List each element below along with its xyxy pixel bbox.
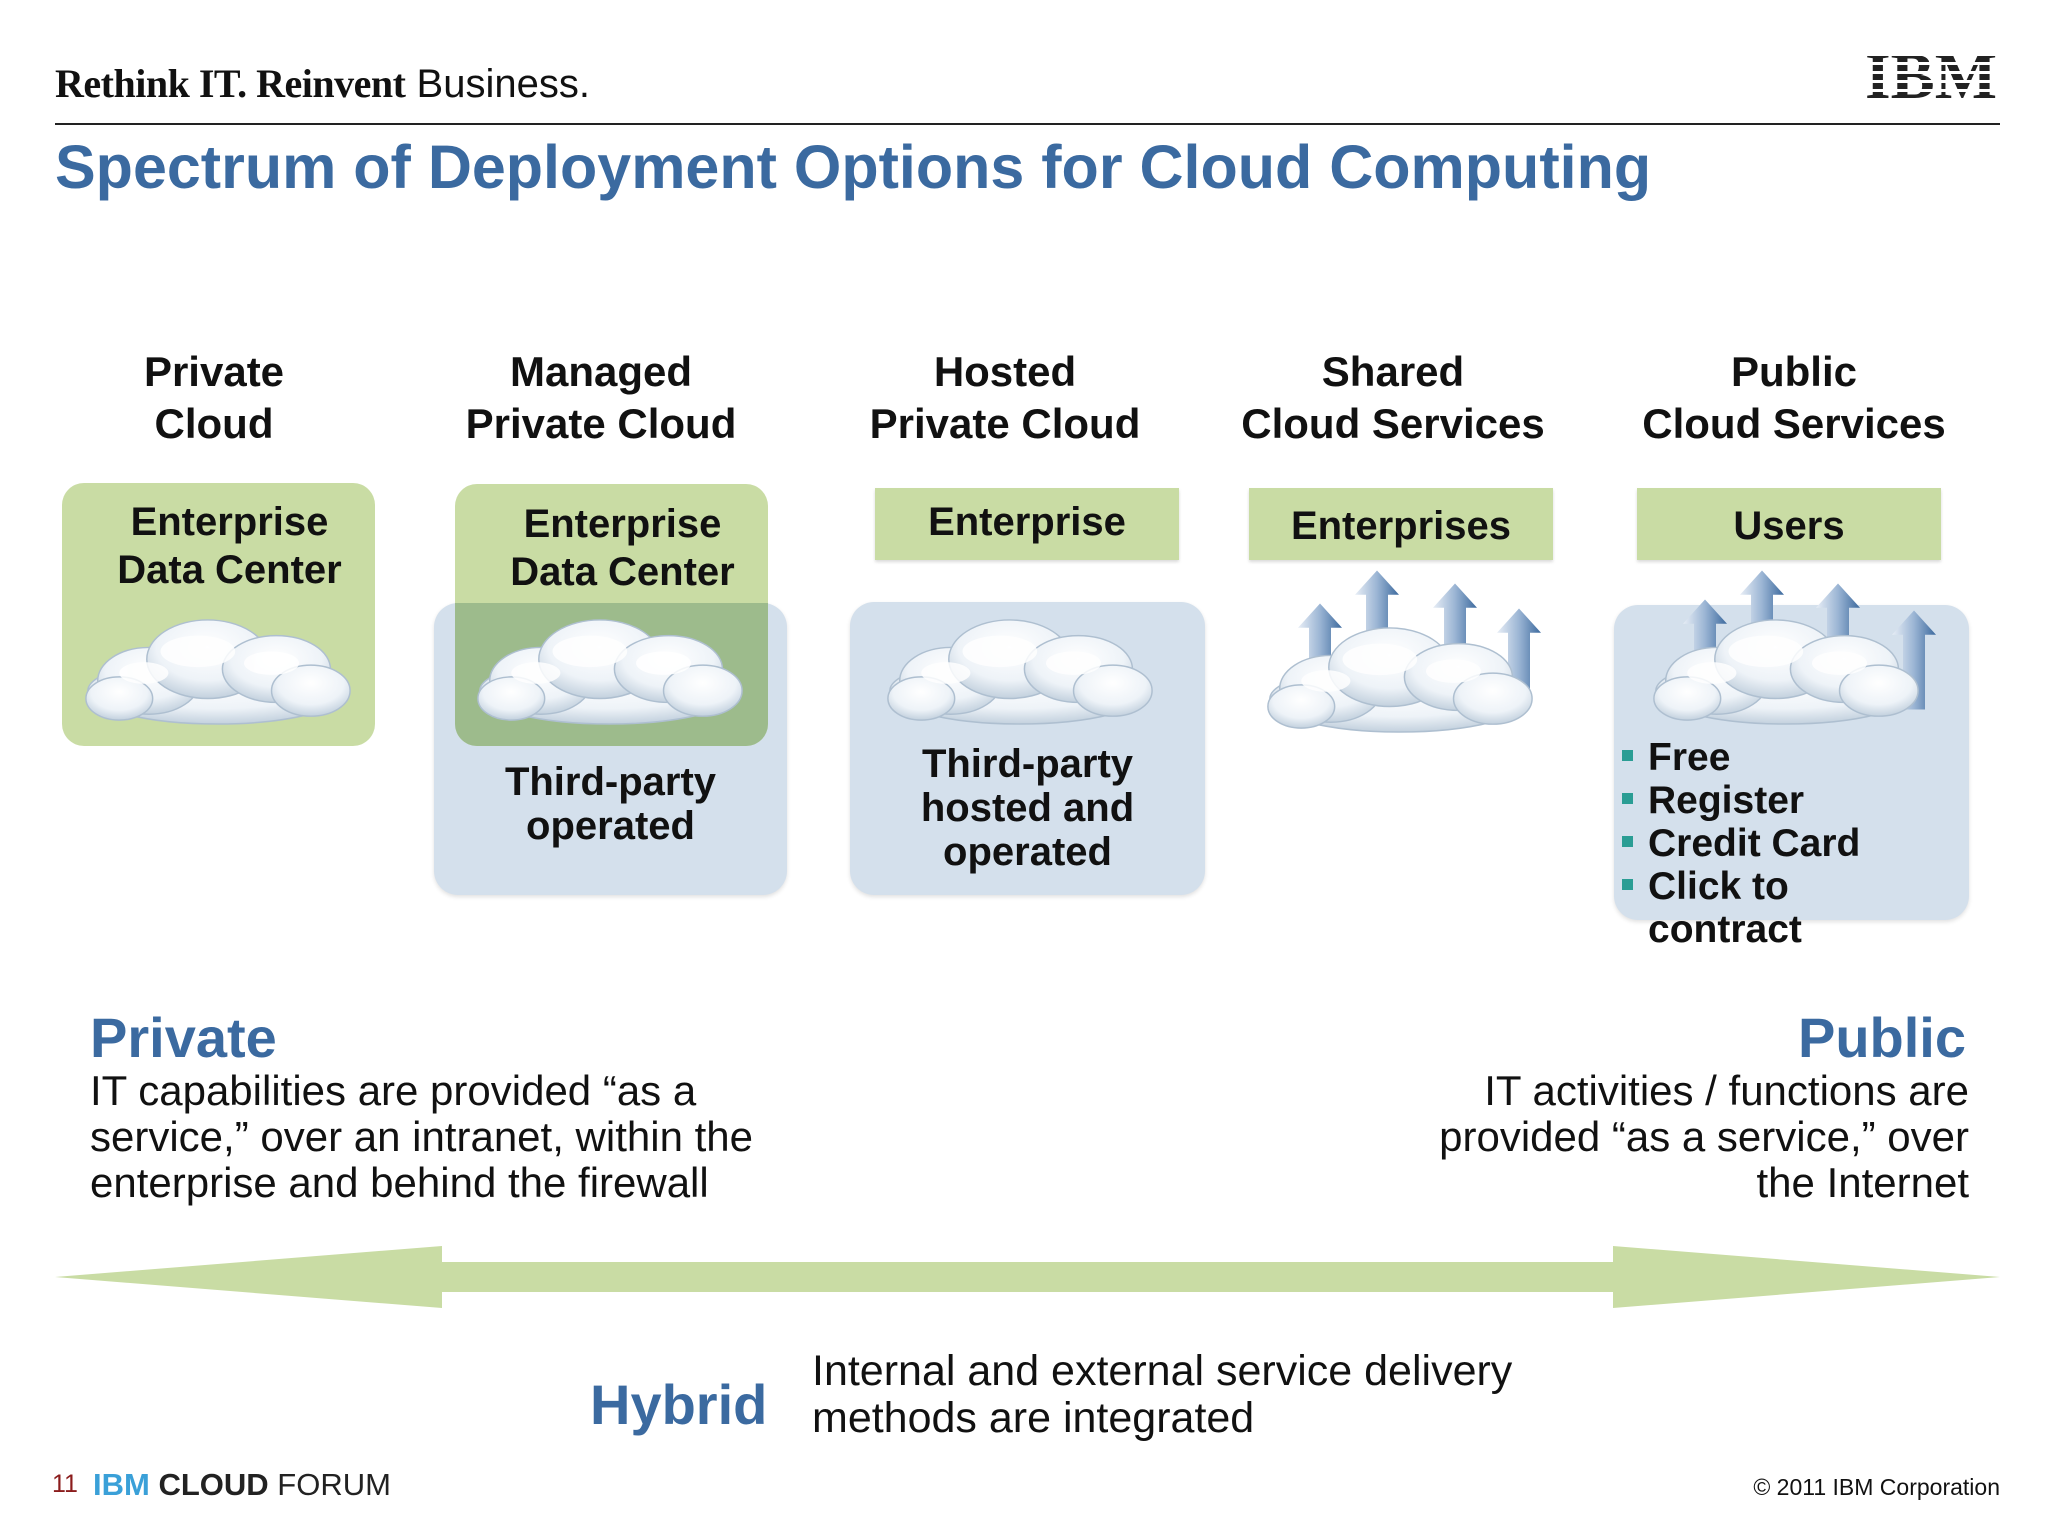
bullet-text: Credit Card — [1648, 822, 1861, 865]
third-party-operated-text: Third-party operated — [434, 760, 787, 848]
enterprises-label: Enterprises — [1290, 504, 1512, 548]
bullet-square-icon — [1622, 879, 1633, 890]
list-item: Register — [1620, 779, 1860, 822]
description-line: methods are integrated — [812, 1394, 1255, 1442]
list-item: Free — [1620, 736, 1860, 779]
box-label-line: Data Center — [510, 550, 735, 594]
public-signup-bullets: Free Register Credit Card Click to contr… — [1620, 736, 1860, 951]
box-text-line: operated — [526, 804, 695, 848]
cloud-icon — [882, 612, 1157, 730]
enterprise-data-center-label: Enterprise Data Center — [455, 500, 790, 596]
box-text-line: hosted and — [920, 786, 1135, 830]
tagline: Rethink IT. Reinvent Business. — [55, 60, 590, 107]
header-rule — [55, 123, 2000, 125]
enterprise-data-center-label: Enterprise Data Center — [62, 498, 397, 594]
box-label-line: Data Center — [117, 548, 342, 592]
enterprise-bar — [875, 488, 1179, 560]
public-heading: Public — [1797, 1006, 1966, 1069]
hybrid-heading: Hybrid — [590, 1373, 768, 1436]
box-label-line: Enterprise — [523, 502, 722, 546]
enterprise-label: Enterprise — [928, 500, 1126, 544]
column-heading-public-cloud-services: Public Cloud Services — [1614, 346, 1974, 450]
column-heading-managed-private-cloud: Managed Private Cloud — [421, 346, 781, 450]
list-item: Credit Card — [1620, 822, 1860, 865]
description-line: the Internet — [1756, 1159, 1969, 1206]
bullet-text: Register — [1648, 779, 1805, 822]
ibm-cloud-forum-logo: IBM CLOUD FORUM — [93, 1467, 391, 1503]
forum-part: CLOUD — [158, 1467, 269, 1502]
page-number: 11 — [52, 1470, 78, 1498]
heading-line: Cloud Services — [1241, 400, 1545, 447]
bullet-square-icon — [1622, 750, 1633, 761]
cloud-icon — [80, 612, 355, 730]
description-line: enterprise and behind the firewall — [90, 1159, 709, 1206]
heading-line: Private Cloud — [869, 400, 1141, 447]
description-line: provided “as a service,” over — [1439, 1113, 1969, 1160]
column-heading-private-cloud: Private Cloud — [34, 346, 394, 450]
forum-part: IBM — [93, 1467, 150, 1502]
cloud-icon — [472, 612, 747, 730]
cloud-icon — [1648, 612, 1923, 730]
list-item: Click to contract — [1620, 865, 1858, 951]
column-heading-hosted-private-cloud: Hosted Private Cloud — [825, 346, 1185, 450]
heading-line: Hosted — [933, 348, 1077, 395]
heading-line: Private — [143, 348, 285, 395]
page-title: Spectrum of Deployment Options for Cloud… — [55, 133, 1652, 201]
heading-line: Cloud Services — [1642, 400, 1946, 447]
private-heading: Private — [90, 1006, 277, 1069]
heading-line: Shared — [1321, 348, 1465, 395]
heading-line: Private Cloud — [465, 400, 737, 447]
box-text-line: Third-party — [504, 760, 717, 804]
box-text-line: Third-party — [921, 742, 1134, 786]
users-label: Users — [1733, 504, 1845, 548]
heading-line: Managed — [509, 348, 693, 395]
double-headed-arrow — [55, 1246, 2000, 1308]
heading-line: Public — [1730, 348, 1858, 395]
description-line: IT capabilities are provided “as a — [90, 1067, 697, 1114]
bullet-square-icon — [1622, 793, 1633, 804]
tagline-regular: Business. — [416, 62, 590, 106]
description-line: IT activities / functions are — [1484, 1067, 1969, 1114]
arrow-shape — [55, 1246, 2000, 1308]
third-party-hosted-text: Third-party hosted and operated — [850, 742, 1205, 874]
cloud-icon — [1262, 620, 1537, 738]
ibm-logo: IBM — [1862, 44, 2000, 106]
bullet-text: Click to contract — [1648, 865, 1802, 951]
hybrid-description: Internal and external service delivery m… — [812, 1348, 1512, 1442]
bullet-text: Free — [1648, 736, 1731, 779]
box-label-line: Enterprise — [130, 500, 329, 544]
enterprises-bar — [1249, 488, 1553, 560]
box-text-line: operated — [943, 830, 1112, 874]
column-heading-shared-cloud-services: Shared Cloud Services — [1213, 346, 1573, 450]
tagline-bold: Rethink IT. Reinvent — [55, 61, 406, 106]
users-bar — [1637, 488, 1941, 560]
bullet-square-icon — [1622, 836, 1633, 847]
forum-part: FORUM — [277, 1467, 391, 1502]
copyright: © 2011 IBM Corporation — [1753, 1474, 2000, 1500]
description-line: service,” over an intranet, within the — [90, 1113, 753, 1160]
public-description: IT activities / functions are provided “… — [1439, 1068, 1969, 1206]
private-description: IT capabilities are provided “as a servi… — [90, 1068, 753, 1206]
description-line: Internal and external service delivery — [812, 1347, 1513, 1395]
heading-line: Cloud — [154, 400, 274, 447]
